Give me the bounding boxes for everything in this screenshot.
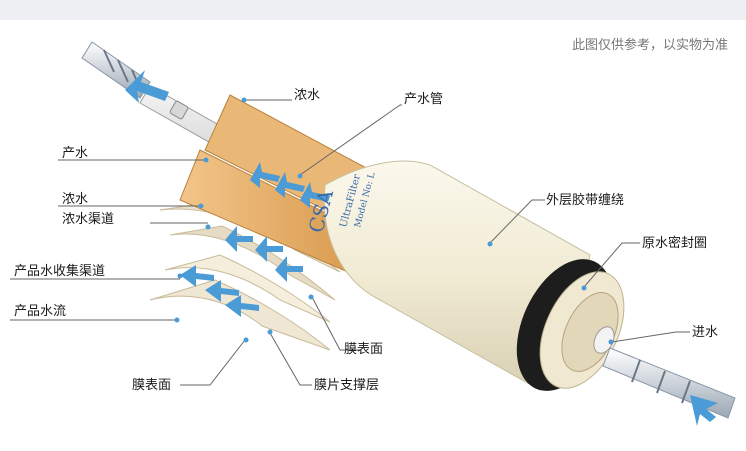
- label-product-tube: 产水管: [404, 92, 444, 107]
- reference-note: 此图仅供参考，以实物为准: [571, 38, 728, 53]
- label-brine-seal: 原水密封圈: [642, 236, 708, 251]
- arrow-up-6: [275, 256, 303, 282]
- leader-support: [269, 332, 312, 386]
- flow-arrows: [125, 70, 718, 426]
- inlet-hose: [602, 347, 736, 419]
- arrow-right-2: [225, 295, 259, 317]
- arrow-up-3: [300, 182, 330, 208]
- leader-membrane-right: [311, 296, 360, 351]
- arrow-up-4: [225, 226, 253, 252]
- label-feed-water: 进水: [692, 325, 719, 340]
- label-membrane-right: 膜表面: [344, 342, 384, 357]
- label-collect-channel: 产品水收集渠道: [14, 264, 106, 279]
- arrow-right-1: [205, 280, 239, 302]
- label-outer-tape: 外层胶带缠绕: [546, 193, 625, 208]
- top-band: [0, 0, 746, 20]
- leader-outer-tape: [489, 199, 545, 244]
- leader-feed: [611, 331, 690, 343]
- label-product: 产水: [62, 146, 89, 161]
- label-membrane-bottom: 膜表面: [132, 378, 172, 393]
- leader-product-tube: [299, 104, 402, 176]
- arrow-up-2: [275, 172, 305, 198]
- arrow-in: [690, 395, 718, 426]
- label-concentrate-channel: 浓水渠道: [62, 212, 115, 227]
- leader-lines: [10, 97, 690, 386]
- label-support-layer: 膜片支撑层: [314, 378, 380, 393]
- label-concentrate-top: 浓水: [294, 88, 321, 103]
- label-concentrate: 浓水: [62, 192, 89, 207]
- membrane-cylinder: [323, 160, 625, 391]
- arrow-up-5: [255, 236, 283, 262]
- arrow-right-3: [180, 265, 214, 287]
- leader-membrane-bottom: [180, 339, 246, 386]
- label-product-flow: 产品水流: [14, 304, 67, 319]
- arrow-out: [125, 70, 169, 103]
- arrow-up-1: [250, 162, 280, 188]
- leader-seal: [583, 242, 640, 288]
